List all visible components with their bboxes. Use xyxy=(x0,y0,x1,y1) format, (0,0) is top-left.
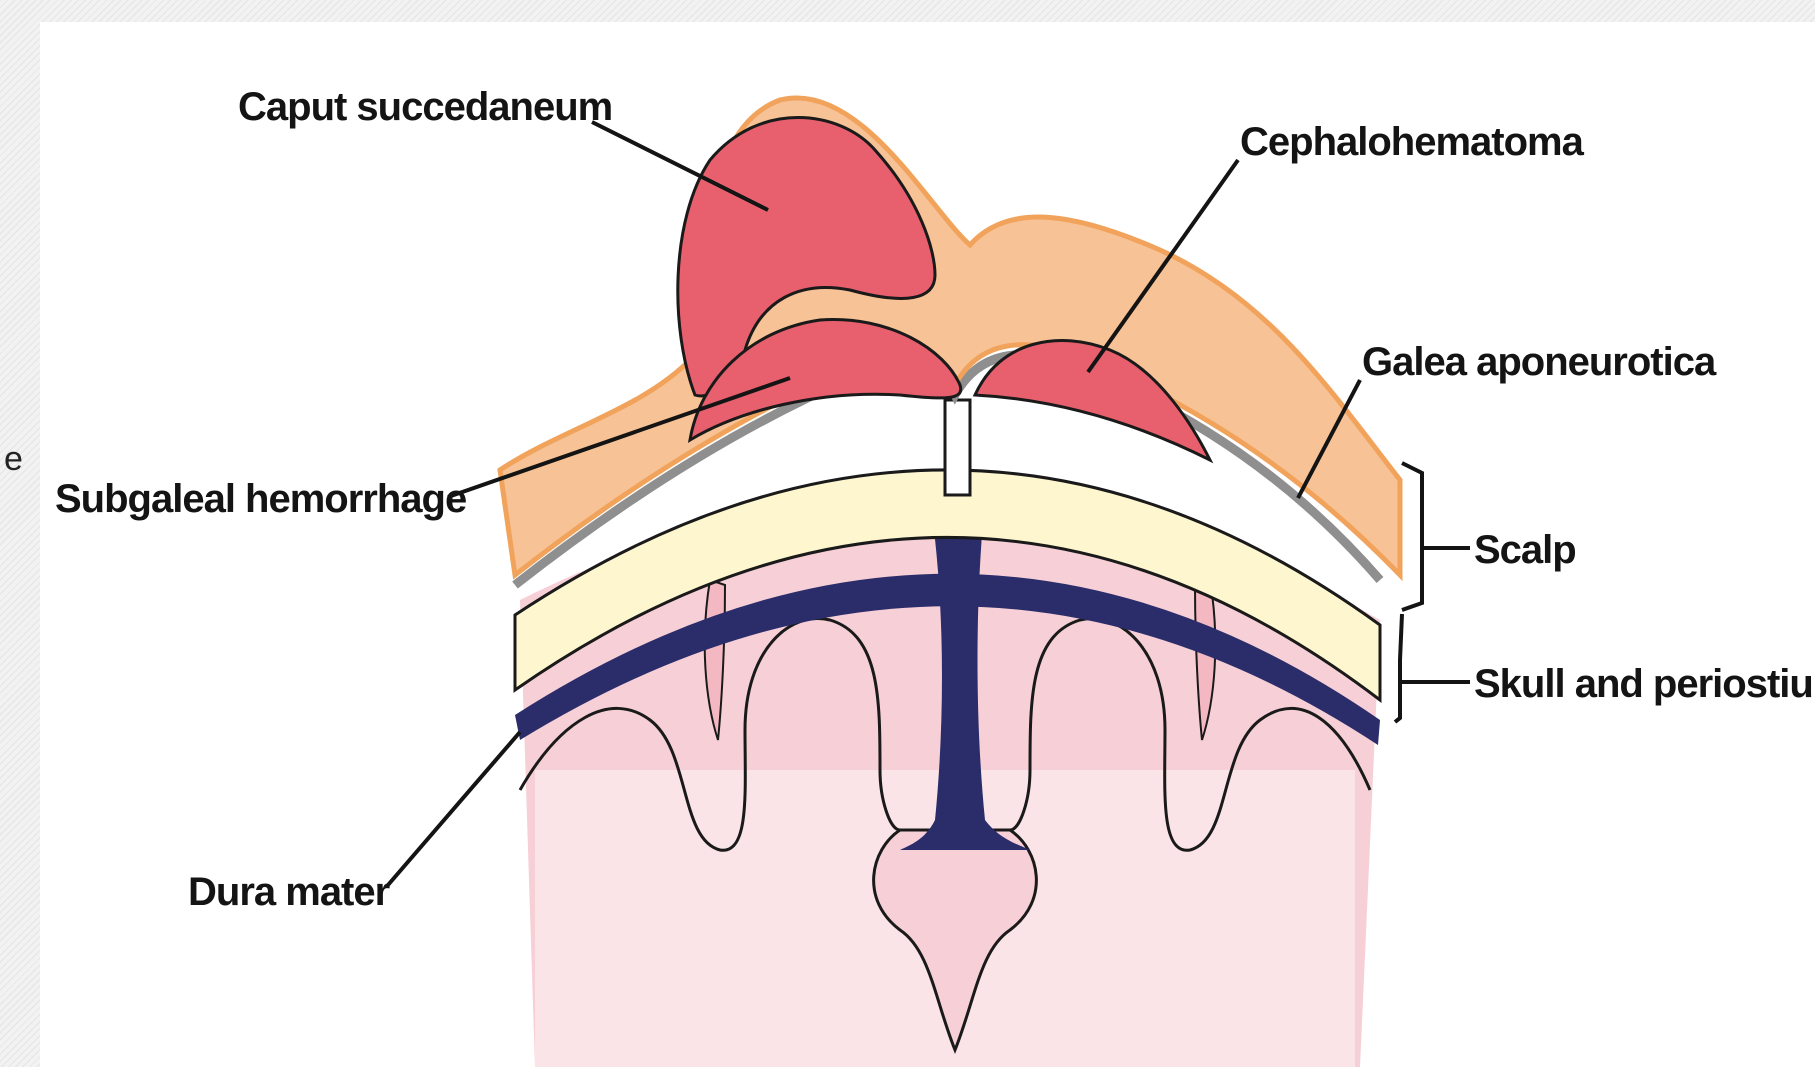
label-galea-aponeurotica: Galea aponeurotica xyxy=(1362,340,1717,384)
suture-gap xyxy=(945,400,970,495)
label-caput-succedaneum: Caput succedaneum xyxy=(238,85,612,129)
label-dura-mater: Dura mater xyxy=(188,870,390,914)
label-skull-and-periostium: Skull and periostium xyxy=(1474,662,1815,706)
label-cephalohematoma: Cephalohematoma xyxy=(1240,120,1585,164)
skull-bracket xyxy=(1395,614,1402,722)
label-subgaleal-hemorrhage: Subgaleal hemorrhage xyxy=(55,477,466,521)
dura-leader xyxy=(388,732,520,885)
label-scalp: Scalp xyxy=(1474,528,1576,572)
scalp-bracket xyxy=(1402,463,1422,610)
